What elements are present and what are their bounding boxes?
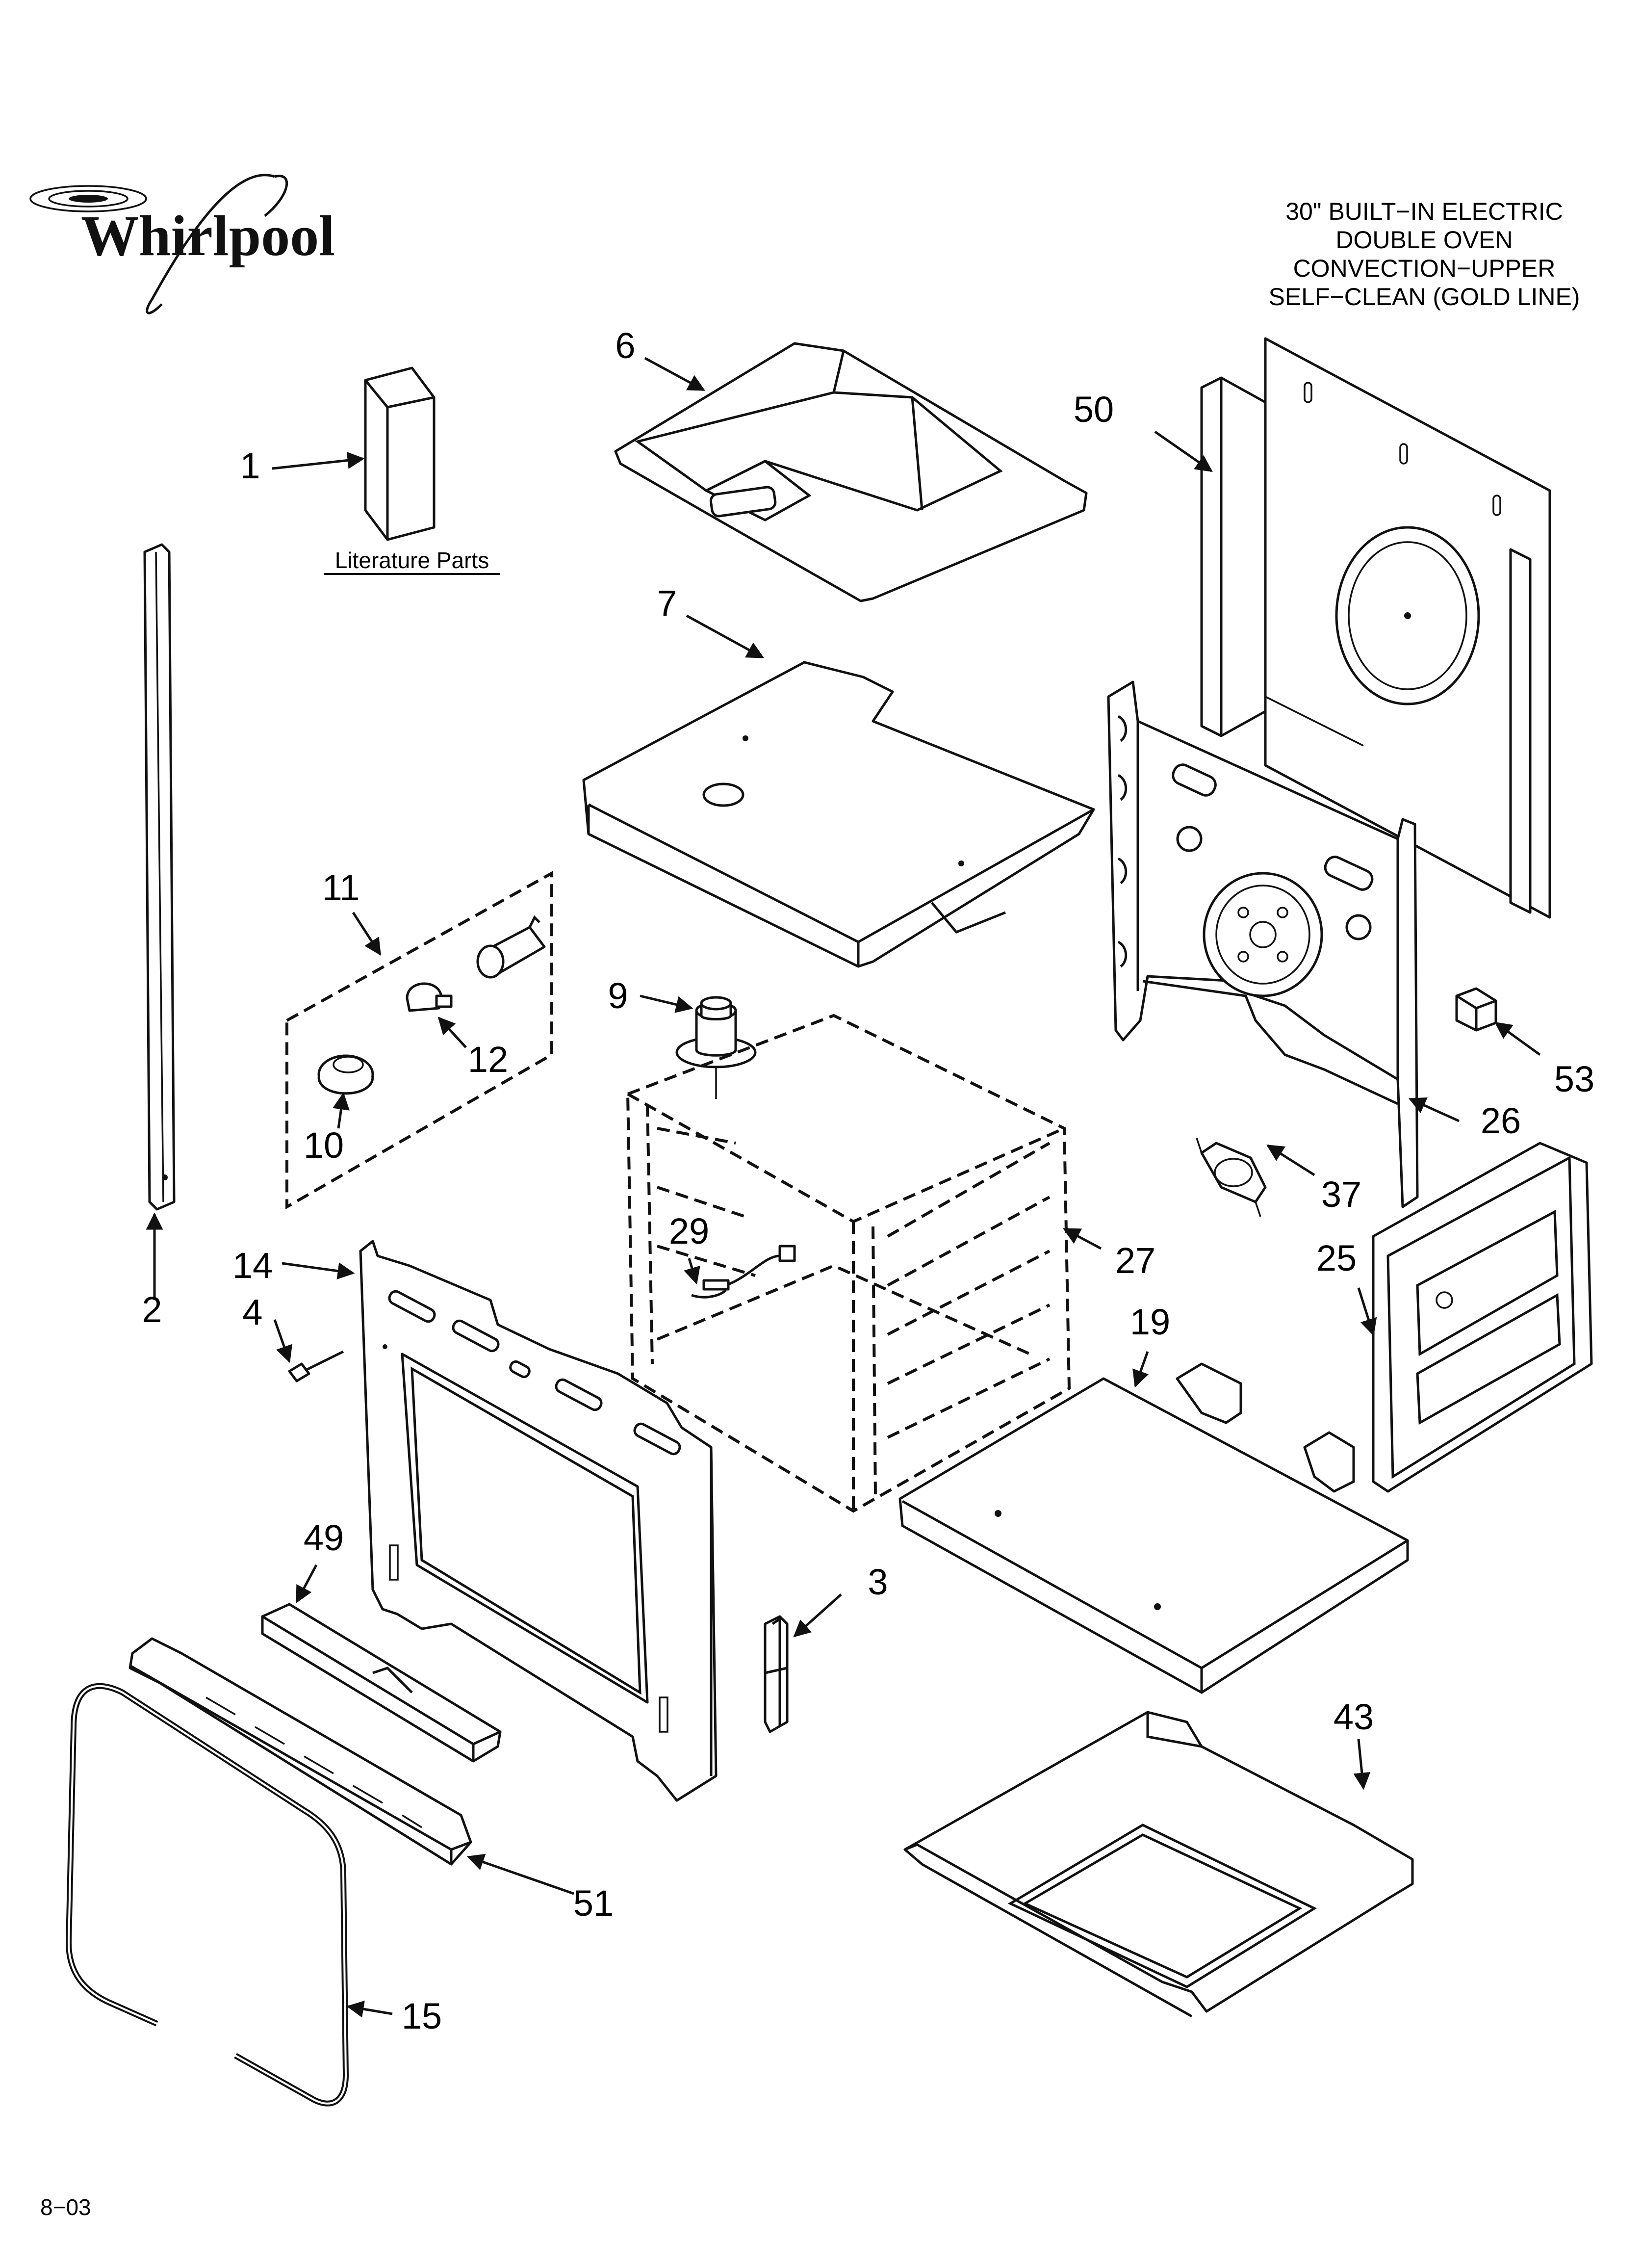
- part-25-side-panel: [1372, 1142, 1593, 1493]
- callout-25: 25: [1316, 1238, 1357, 1278]
- callout-51: 51: [573, 1883, 614, 1924]
- part-53-bracket: [1455, 987, 1497, 1032]
- part-50-rear-panel: [1200, 337, 1551, 919]
- part-51-vent-trim: [128, 1637, 472, 1866]
- brand-logo-text: Whirlpool: [81, 204, 335, 268]
- callout-11: 11: [322, 867, 360, 908]
- date-code: 8−03: [40, 2194, 91, 2220]
- part-7-top-panel: [582, 661, 1095, 968]
- part-9-fan-motor: [675, 996, 757, 1099]
- part-1-literature: Literature Parts: [324, 366, 500, 575]
- title-line-3: CONVECTION−UPPER: [1293, 255, 1556, 282]
- title-line-4: SELF−CLEAN (GOLD LINE): [1269, 283, 1580, 311]
- callout-2: 2: [142, 1289, 162, 1330]
- whirlpool-logo: Whirlpool: [29, 174, 335, 314]
- part-43-bottom-tray: [903, 1711, 1414, 2018]
- part-26-rear-bulkhead: [1107, 680, 1419, 1208]
- part-14-front-frame: [359, 1240, 718, 1802]
- title-line-1: 30" BUILT−IN ELECTRIC: [1285, 198, 1563, 225]
- part-3-bracket: [764, 1615, 789, 1733]
- callout-50: 50: [1074, 389, 1114, 430]
- callout-27: 27: [1115, 1240, 1155, 1281]
- callout-4: 4: [242, 1292, 262, 1332]
- part-4-screw: [288, 1344, 387, 1382]
- callout-15: 15: [402, 1996, 442, 2036]
- callout-29: 29: [669, 1211, 709, 1251]
- title-block: 30" BUILT−IN ELECTRIC DOUBLE OVEN CONVEC…: [1269, 198, 1580, 311]
- callout-49: 49: [304, 1517, 344, 1558]
- callout-3: 3: [868, 1562, 888, 1602]
- part-49-trim-bar: [261, 1603, 502, 1763]
- callout-37: 37: [1321, 1174, 1361, 1215]
- part-15-gasket: [65, 1683, 349, 2107]
- callout-9: 9: [608, 975, 628, 1016]
- callout-7: 7: [657, 583, 677, 624]
- callout-1: 1: [240, 445, 260, 486]
- part-19-bottom-panel: [898, 1362, 1409, 1694]
- callout-6: 6: [615, 325, 635, 366]
- callout-43: 43: [1334, 1696, 1374, 1737]
- callout-10: 10: [304, 1125, 344, 1166]
- part-29-sensor: [691, 1245, 796, 1299]
- callout-leaders: [146, 357, 1541, 2018]
- part-2-trim-strip: [143, 543, 176, 1211]
- callout-12: 12: [468, 1039, 508, 1080]
- callout-labels: 1 2 3 4 6 7 9 10 11 12 14 15 19 25 26 27…: [142, 325, 1594, 2036]
- callout-19: 19: [1130, 1302, 1170, 1342]
- callout-26: 26: [1481, 1100, 1521, 1141]
- part-37-thermal-switch: [1196, 1138, 1267, 1217]
- title-line-2: DOUBLE OVEN: [1335, 226, 1513, 254]
- literature-caption: Literature Parts: [335, 547, 489, 573]
- callout-53: 53: [1554, 1059, 1594, 1099]
- callout-14: 14: [232, 1245, 273, 1286]
- part-27-oven-cavity: [626, 1014, 1071, 1513]
- part-6-top-vent: [614, 342, 1088, 602]
- part-11-light-kit: [285, 870, 553, 1210]
